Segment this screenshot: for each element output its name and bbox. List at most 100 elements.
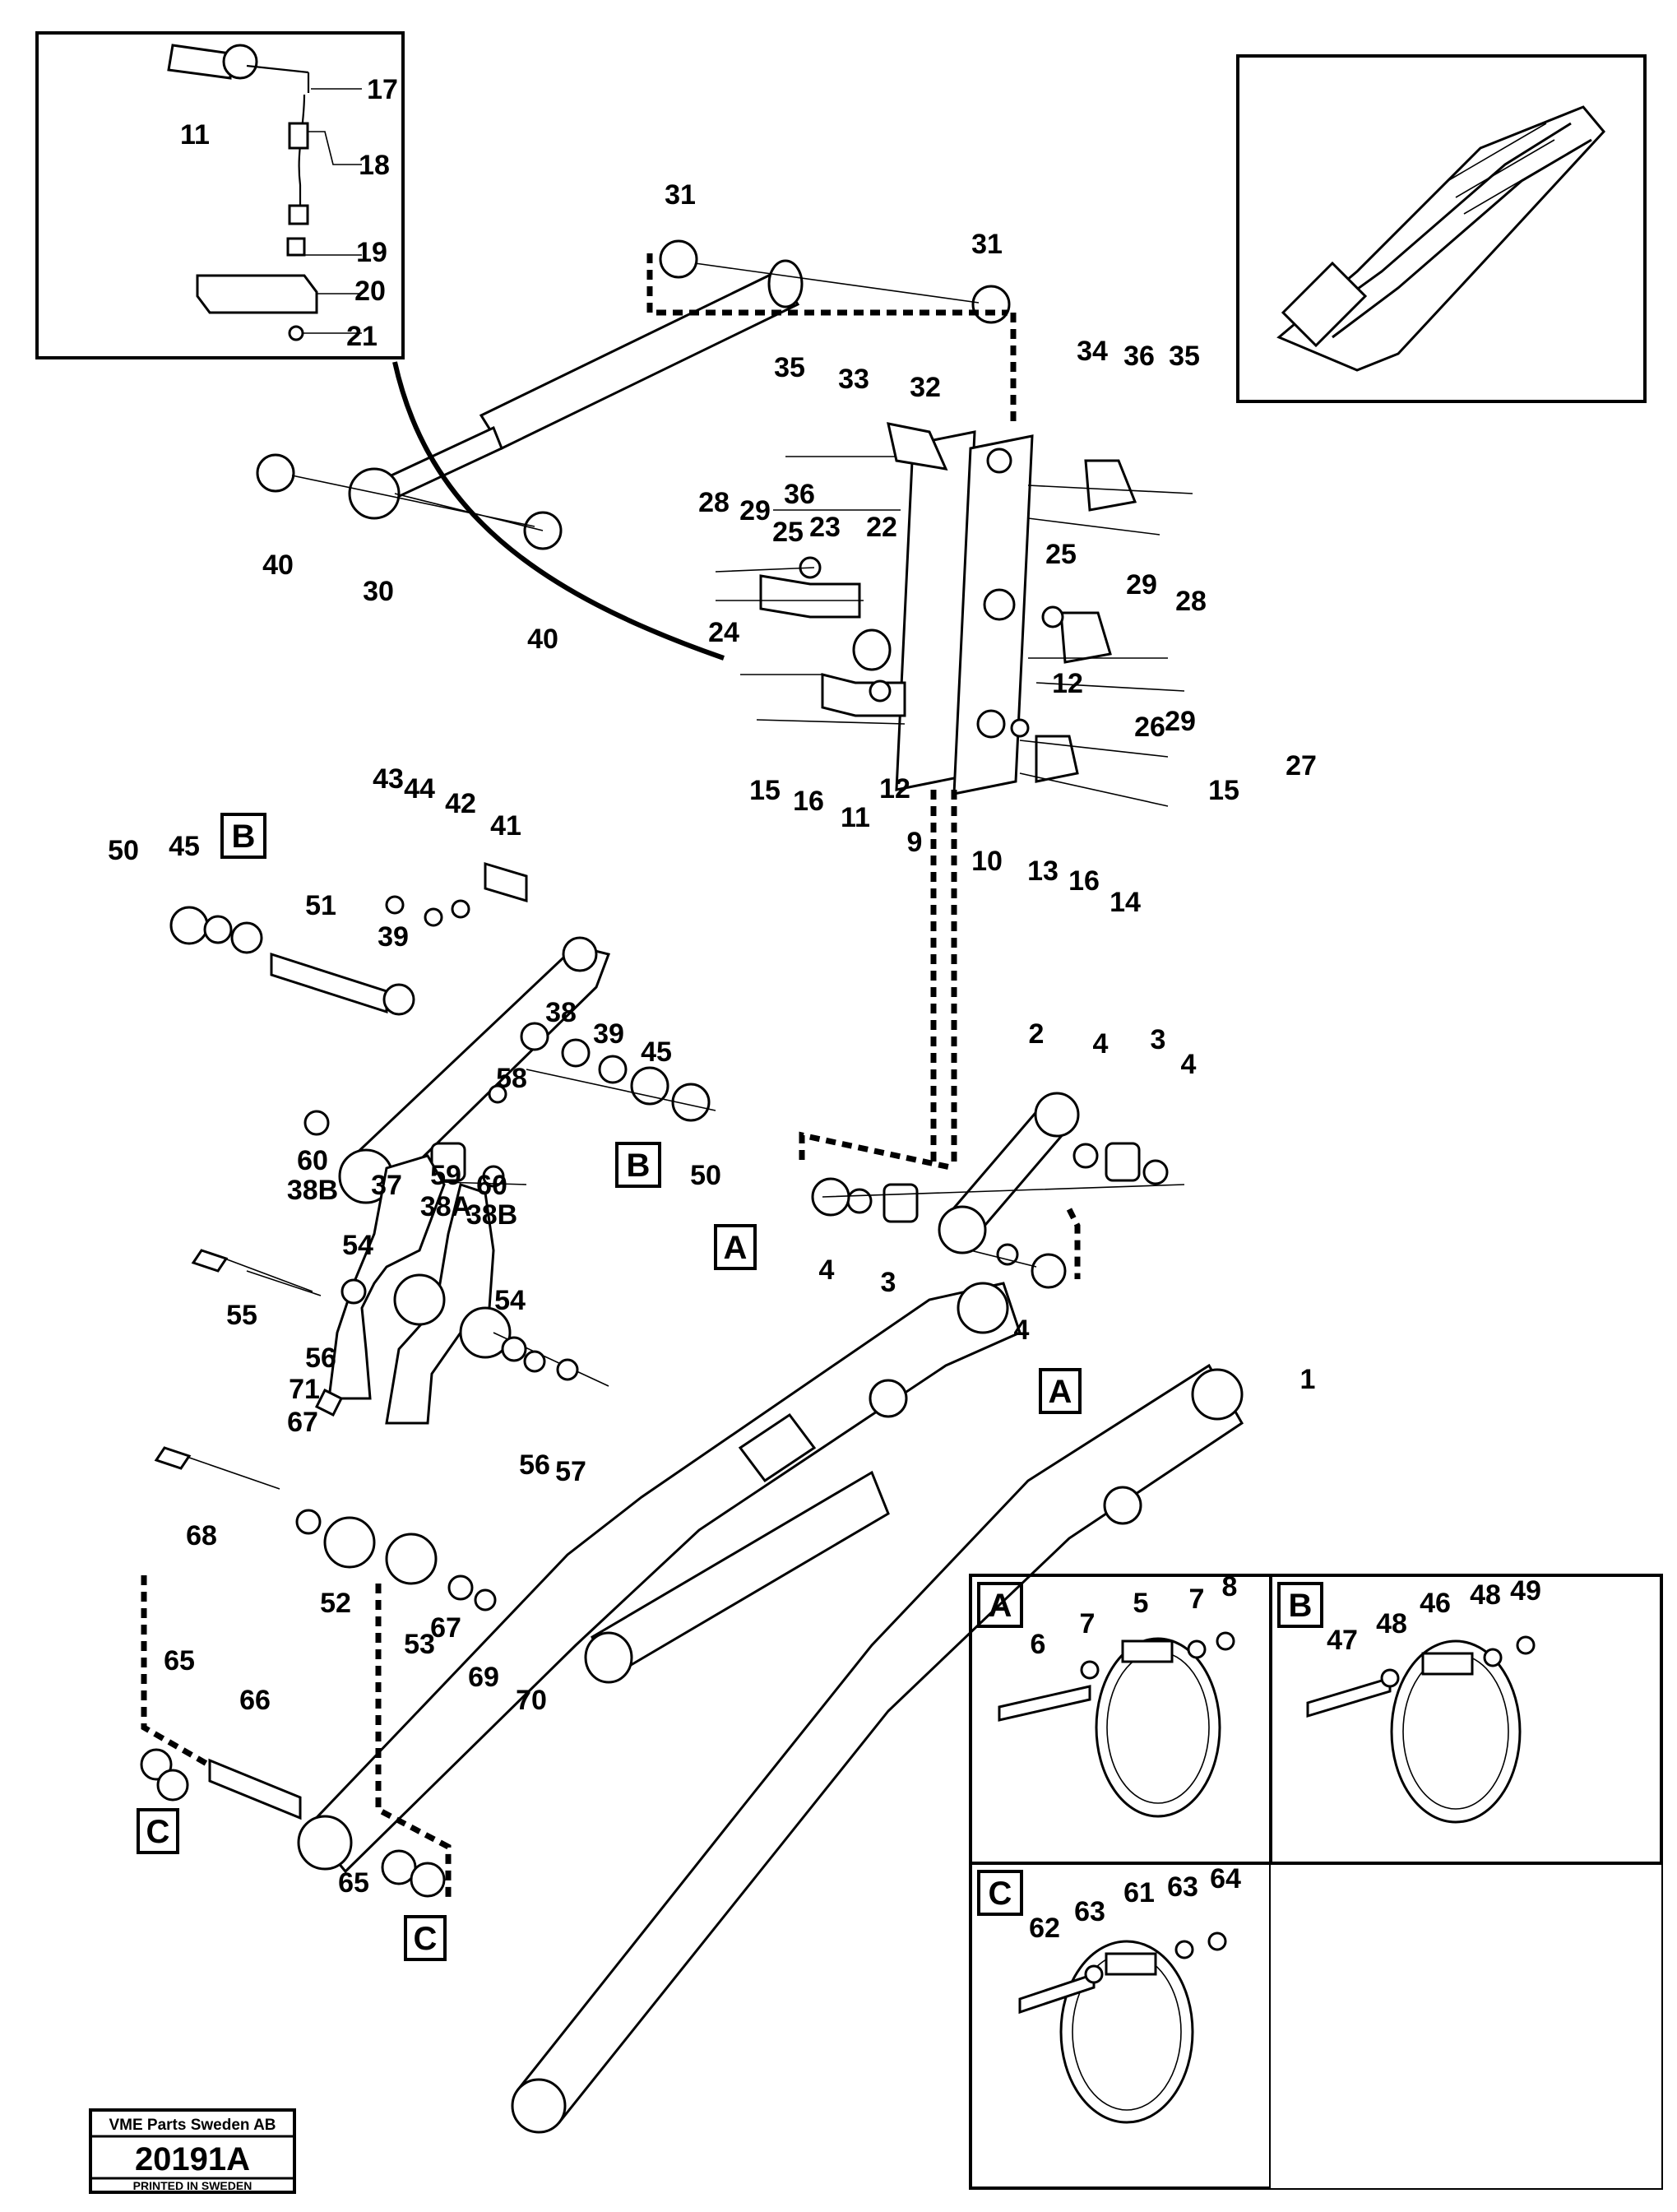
callout-number: 38A xyxy=(420,1191,471,1222)
callout-number: 49 xyxy=(1510,1575,1541,1607)
inset-c-callouts: 62 63 61 63 64 xyxy=(1029,1863,1241,1944)
callout-number: 58 xyxy=(496,1063,527,1094)
inset-machine-overview xyxy=(1236,54,1647,403)
callout-number: 10 xyxy=(971,846,1003,877)
callout-number: 4 xyxy=(1181,1049,1197,1080)
callout-number: 57 xyxy=(555,1456,586,1487)
upper-linkage xyxy=(715,422,1193,1168)
callout-number: 32 xyxy=(910,372,941,403)
callout-number: 9 xyxy=(907,827,923,858)
callout-number: 59 xyxy=(430,1160,461,1191)
callout-number: 20 xyxy=(354,276,386,307)
callout-number: 67 xyxy=(430,1612,461,1644)
callout-number: 41 xyxy=(490,810,521,842)
inset-letter-a: A xyxy=(977,1582,1023,1628)
callout-number: 11 xyxy=(180,119,210,151)
letter-c: C xyxy=(414,1921,438,1957)
callout-number: 54 xyxy=(342,1230,373,1261)
callout-number: 7 xyxy=(1189,1584,1205,1615)
callout-number: 11 xyxy=(841,802,870,833)
callout-number: 52 xyxy=(320,1588,351,1619)
letter-b: B xyxy=(232,818,256,855)
callout-number: 28 xyxy=(1175,586,1207,617)
callout-number: 60 xyxy=(476,1170,507,1201)
lower-link xyxy=(799,1092,1185,1289)
callout-number: 30 xyxy=(363,576,394,607)
inset-a-callouts: 6 7 5 7 8 xyxy=(1031,1571,1238,1660)
callout-number: 19 xyxy=(356,237,387,268)
callout-number: 14 xyxy=(1110,887,1141,918)
callout-number: 67 xyxy=(287,1407,318,1438)
callout-number: 36 xyxy=(784,479,815,510)
callout-number: 3 xyxy=(1151,1024,1166,1055)
callout-number: 63 xyxy=(1167,1871,1198,1903)
company-name: VME Parts Sweden AB xyxy=(109,2117,276,2134)
callout-number: 42 xyxy=(445,788,476,819)
letter-box-a-upper: A xyxy=(714,1224,757,1270)
callout-number: 16 xyxy=(793,786,824,817)
callout-number: 34 xyxy=(1077,336,1108,367)
callout-number: 38B xyxy=(466,1199,517,1231)
callout-number: 21 xyxy=(346,321,378,352)
callout-number: 22 xyxy=(866,512,897,543)
callout-number: 37 xyxy=(371,1170,402,1201)
printed-note: PRINTED IN SWEDEN xyxy=(133,2179,252,2192)
callout-number: 63 xyxy=(1074,1896,1105,1927)
drawing-stamp: VME Parts Sweden AB 20191A PRINTED IN SW… xyxy=(89,2108,296,2194)
callout-number: 48 xyxy=(1470,1579,1501,1611)
callout-number: 3 xyxy=(881,1267,896,1298)
callout-number: 68 xyxy=(186,1520,217,1551)
callout-number: 29 xyxy=(1126,569,1157,601)
callout-number: 4 xyxy=(819,1254,835,1286)
callout-number: 15 xyxy=(1208,775,1239,806)
letter-box-b-lower: B xyxy=(615,1142,661,1188)
callout-number: 29 xyxy=(739,495,771,526)
callout-number: 6 xyxy=(1031,1629,1046,1660)
callout-number: 56 xyxy=(519,1449,550,1481)
callout-number: 17 xyxy=(367,74,398,105)
callout-number: 4 xyxy=(1093,1028,1109,1060)
callout-number: 35 xyxy=(774,352,805,383)
callout-number: 25 xyxy=(1045,539,1077,570)
callout-number: 47 xyxy=(1327,1625,1358,1656)
letter-a: A xyxy=(724,1230,748,1266)
callout-number: 31 xyxy=(665,179,696,211)
callout-number: 61 xyxy=(1123,1877,1155,1908)
callout-number: 2 xyxy=(1029,1018,1045,1050)
callout-number: 13 xyxy=(1027,856,1059,887)
callout-number: 16 xyxy=(1068,865,1100,897)
inset-letter-b: B xyxy=(1277,1582,1323,1628)
callout-number: 51 xyxy=(305,890,336,921)
callout-number: 69 xyxy=(468,1662,499,1693)
callout-number: 45 xyxy=(169,831,200,862)
callout-number: 44 xyxy=(404,773,435,805)
callout-number: 12 xyxy=(1052,668,1083,699)
callout-number: 62 xyxy=(1029,1913,1060,1944)
callout-number: 5 xyxy=(1133,1588,1149,1619)
callout-number: 18 xyxy=(359,150,390,181)
callout-number: 26 xyxy=(1134,712,1165,743)
callout-number: 64 xyxy=(1210,1863,1241,1894)
callout-number: 65 xyxy=(164,1645,195,1676)
callout-number: 15 xyxy=(749,775,781,806)
callout-number: 38 xyxy=(545,997,577,1028)
callout-number: 35 xyxy=(1169,341,1200,372)
clamp-detail-boxes xyxy=(969,1574,1663,2190)
letter-a: A xyxy=(1049,1374,1072,1410)
letter-b: B xyxy=(1289,1588,1313,1624)
callout-number: 54 xyxy=(494,1285,526,1316)
callout-number: 24 xyxy=(708,617,739,648)
callout-number: 46 xyxy=(1420,1588,1451,1619)
callout-number: 39 xyxy=(378,921,409,953)
inset-b-callouts: 47 48 46 48 49 xyxy=(1327,1575,1541,1656)
callout-number: 55 xyxy=(226,1300,257,1331)
callout-number: 60 xyxy=(297,1145,328,1176)
letter-box-c-left: C xyxy=(137,1808,179,1854)
links-52-53 xyxy=(154,1154,609,1611)
letter-b: B xyxy=(627,1148,651,1184)
callout-number: 27 xyxy=(1286,750,1317,781)
callout-number: 45 xyxy=(641,1036,672,1068)
letter-box-b-upper: B xyxy=(220,813,266,859)
callout-number: 71 xyxy=(289,1374,320,1405)
